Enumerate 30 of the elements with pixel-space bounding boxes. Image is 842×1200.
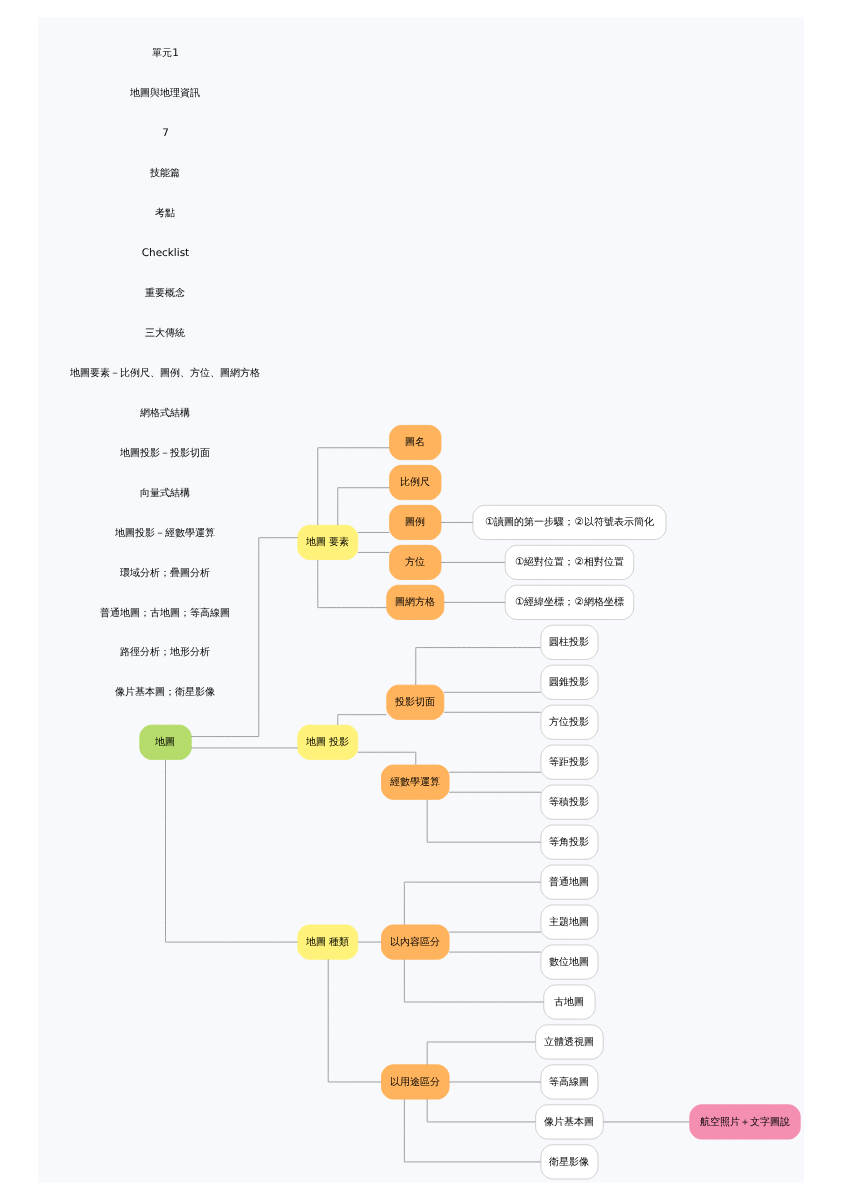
connector — [337, 487, 390, 526]
connector — [602, 1121, 690, 1123]
connector — [440, 521, 474, 523]
connector — [317, 559, 388, 609]
connector — [448, 1081, 542, 1083]
connector — [357, 531, 390, 533]
connector — [448, 951, 542, 953]
connector — [440, 561, 506, 563]
connector — [448, 931, 542, 933]
connector — [327, 958, 382, 1083]
connector — [357, 941, 382, 943]
connector — [443, 601, 506, 603]
connector — [403, 1098, 542, 1163]
connector — [190, 537, 299, 738]
connector — [317, 447, 390, 526]
connector — [443, 711, 542, 713]
connector — [426, 1098, 536, 1123]
connector — [403, 958, 545, 1003]
connector — [426, 799, 542, 843]
connector — [443, 691, 542, 693]
connector — [415, 647, 541, 686]
connector — [448, 791, 542, 793]
connector — [165, 759, 299, 943]
connector — [357, 551, 390, 553]
connector — [190, 747, 299, 749]
connector — [337, 714, 387, 726]
connector — [448, 771, 542, 773]
connector — [426, 1041, 536, 1066]
connector — [403, 881, 542, 926]
connector — [357, 751, 417, 766]
